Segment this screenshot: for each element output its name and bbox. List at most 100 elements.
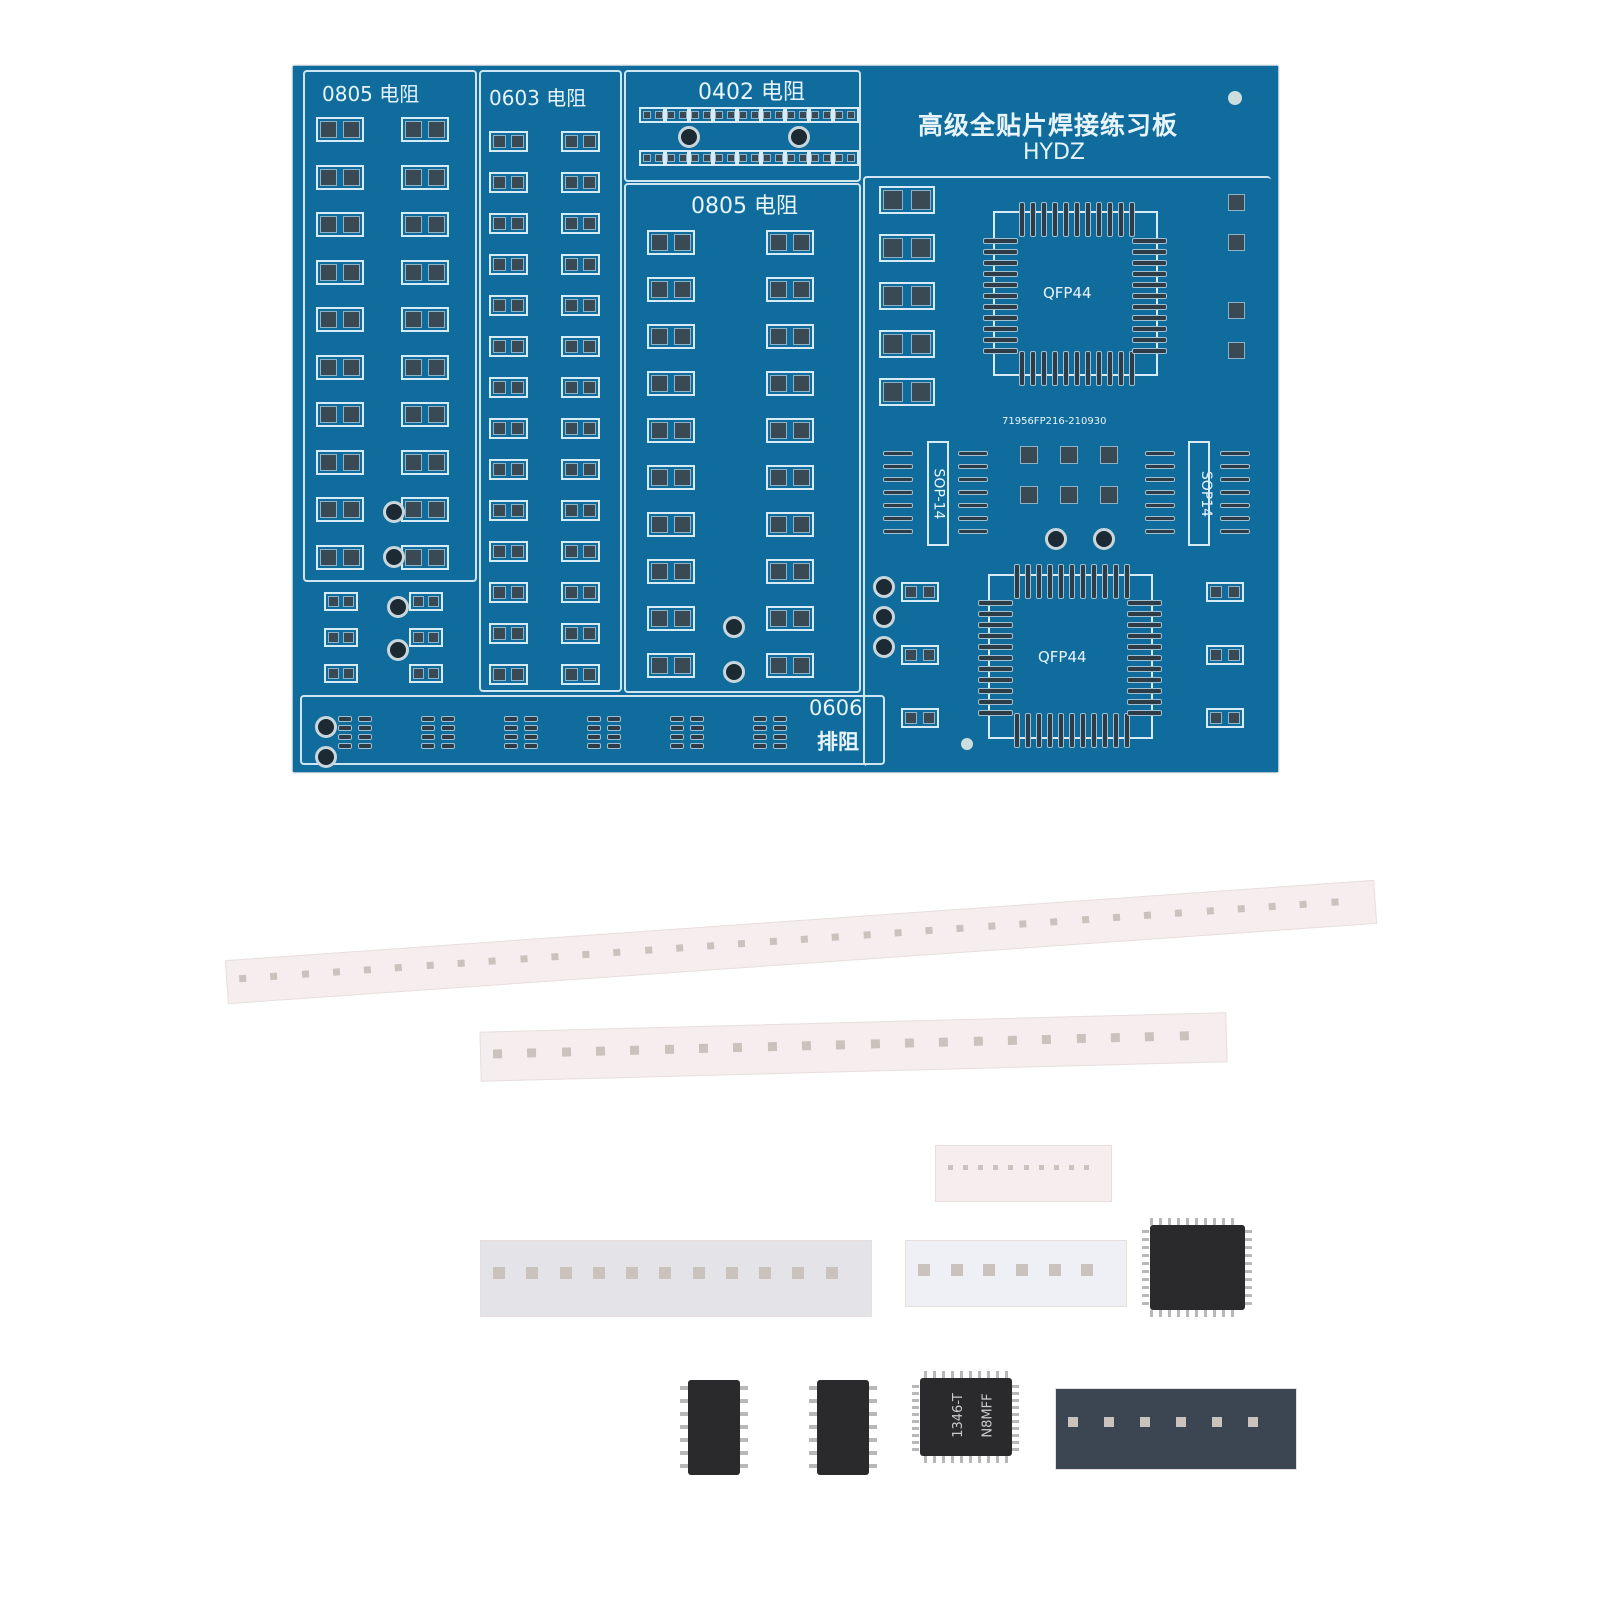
qfp-pad	[1129, 202, 1135, 237]
solder-pad	[905, 586, 917, 598]
qfp-pad	[978, 600, 1013, 606]
smd-resistor	[659, 1267, 672, 1280]
smd-resistor	[978, 1165, 984, 1171]
array-pad	[441, 716, 455, 722]
qfp-pad	[1127, 655, 1162, 661]
chip-pin	[1012, 1385, 1019, 1388]
qfp-pad	[1036, 713, 1042, 748]
solder-pad	[583, 299, 596, 312]
pad-outline	[401, 354, 449, 380]
pad-outline	[647, 559, 695, 584]
solder-pad	[679, 111, 687, 119]
smd-resistor	[675, 943, 684, 952]
solder-pad	[320, 501, 337, 518]
chip-pin	[912, 1420, 919, 1423]
solder-pad	[674, 281, 691, 298]
qfp-pad	[1127, 688, 1162, 694]
solder-pad	[428, 501, 445, 518]
solder-pad	[655, 111, 663, 119]
chip-pin	[869, 1464, 877, 1468]
sop-pad	[1220, 464, 1250, 469]
chip-pin	[1142, 1270, 1149, 1273]
solder-pad	[511, 176, 524, 189]
sop-pad	[958, 529, 988, 534]
smd-resistor	[1007, 1035, 1017, 1045]
chip-pin	[1168, 1218, 1171, 1225]
smd-resistor	[1076, 1033, 1086, 1043]
solder-pad	[428, 263, 445, 281]
chip-pin	[1012, 1420, 1019, 1423]
via-hole	[678, 126, 700, 148]
solder-pad	[655, 154, 663, 162]
qfp-pad	[983, 271, 1018, 277]
qfp-pad	[983, 304, 1018, 310]
pad-outline	[901, 645, 939, 665]
qfp-pad	[1127, 600, 1162, 606]
qfp-pad	[1041, 202, 1047, 237]
pad-outline	[401, 212, 449, 237]
solder-pad	[793, 657, 810, 674]
solder-pad	[413, 632, 424, 643]
chip-pin	[1204, 1310, 1207, 1317]
solder-pad	[565, 586, 578, 599]
solder-pad	[428, 596, 439, 607]
solder-pad	[565, 668, 578, 681]
pad-outline	[561, 500, 600, 521]
solder-pad	[787, 154, 795, 162]
solder-pad	[674, 422, 691, 439]
pad-outline	[316, 449, 364, 475]
qfp-pad	[1063, 351, 1069, 386]
label-0805-left: 0805 电阻	[322, 82, 420, 106]
solder-pad	[883, 238, 903, 258]
solder-pad	[343, 216, 360, 233]
solder-pad	[883, 382, 903, 402]
solder-pad	[405, 263, 422, 281]
solder-pad	[583, 668, 596, 681]
solder-pad	[583, 176, 596, 189]
solder-pad	[320, 548, 337, 566]
chip-pin	[1245, 1294, 1252, 1297]
pad-outline	[489, 500, 528, 521]
solder-pad	[583, 463, 596, 476]
smd-resistor	[527, 1048, 537, 1058]
pad-outline	[324, 628, 358, 647]
solder-pad	[793, 281, 810, 298]
solder-pad	[651, 375, 668, 392]
qfp-pad	[978, 710, 1013, 716]
solder-pad	[674, 563, 691, 580]
chip-pin	[1159, 1218, 1162, 1225]
chip-pin	[942, 1371, 945, 1378]
sop-pad	[883, 516, 913, 521]
array-pad	[753, 725, 767, 731]
solder-pad	[1228, 586, 1240, 598]
smd-resistor	[1330, 898, 1339, 906]
solder-pad	[413, 668, 424, 679]
array-pad	[358, 743, 372, 749]
pad-outline	[647, 418, 695, 443]
qfp-pad	[1058, 713, 1064, 748]
solder-pad	[715, 154, 723, 162]
solder-pad	[923, 649, 935, 661]
solder-pad	[651, 516, 668, 533]
solder-pad	[405, 548, 422, 566]
pad-outline	[766, 324, 814, 349]
qfp-pad	[1096, 351, 1102, 386]
pad-outline	[561, 295, 600, 316]
chip-pin	[740, 1438, 748, 1442]
pad-outline	[807, 107, 835, 123]
solder-pad	[511, 135, 524, 148]
array-pad	[753, 734, 767, 740]
smd-resistor	[836, 1040, 846, 1050]
pad-outline	[647, 277, 695, 302]
solder-pad	[405, 168, 422, 186]
solder-pad	[793, 328, 810, 345]
array-pad	[504, 725, 518, 731]
board-brand: HYDZ	[1023, 140, 1085, 165]
via-hole	[383, 501, 405, 523]
solder-pad	[770, 422, 787, 439]
array-pad	[607, 743, 621, 749]
qfp-pad	[1102, 713, 1108, 748]
solder-pad	[565, 340, 578, 353]
smd-resistor	[644, 946, 653, 954]
via-hole	[387, 596, 409, 618]
